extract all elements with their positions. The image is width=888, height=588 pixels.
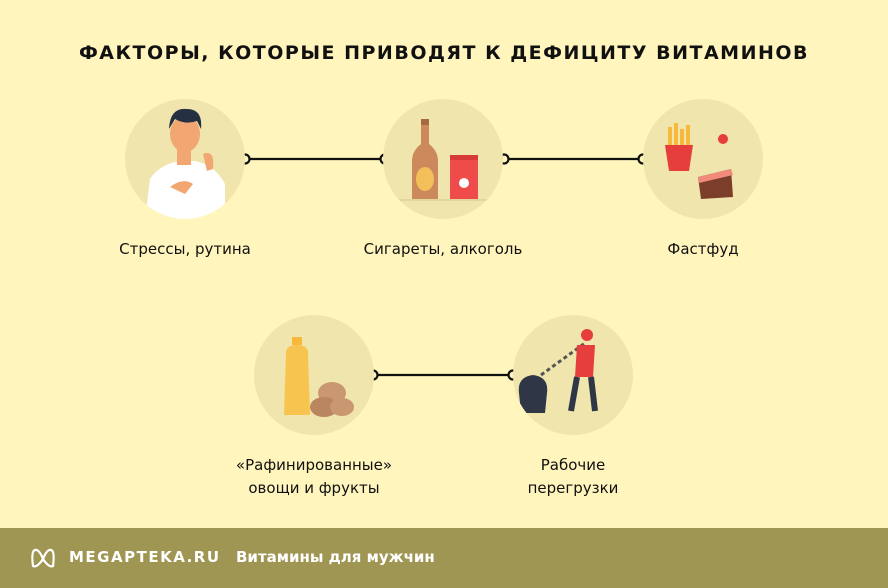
label-line: овощи и фрукты <box>248 479 380 497</box>
oil-potatoes-icon <box>254 315 374 435</box>
label-line: Рабочие <box>540 456 606 474</box>
bottle-cigarettes-icon <box>383 99 503 219</box>
connectors <box>239 153 649 381</box>
stressed-man-icon <box>125 99 245 219</box>
factor-label: Сигареты, алкоголь <box>363 240 523 258</box>
label-line: «Рафинированные» <box>235 456 393 474</box>
footer: MEGAPTEKA.RU Витамины для мужчин <box>0 528 888 588</box>
chained-worker-icon <box>513 315 633 435</box>
label-line: перегрузки <box>527 479 619 497</box>
fastfood-icon <box>643 99 763 219</box>
megapteka-logo-icon <box>31 548 55 568</box>
page-title: ФАКТОРЫ, КОТОРЫЕ ПРИВОДЯТ К ДЕФИЦИТУ ВИТ… <box>78 42 810 64</box>
factor-label: «Рафинированные» овощи и фрукты <box>204 454 424 500</box>
factor-label: Фастфуд <box>667 240 739 258</box>
factor-label: Стрессы, рутина <box>119 240 251 258</box>
footer-subtitle: Витамины для мужчин <box>236 548 435 566</box>
brand-name[interactable]: MEGAPTEKA.RU <box>69 548 221 566</box>
factor-label: Рабочие перегрузки <box>463 454 683 500</box>
